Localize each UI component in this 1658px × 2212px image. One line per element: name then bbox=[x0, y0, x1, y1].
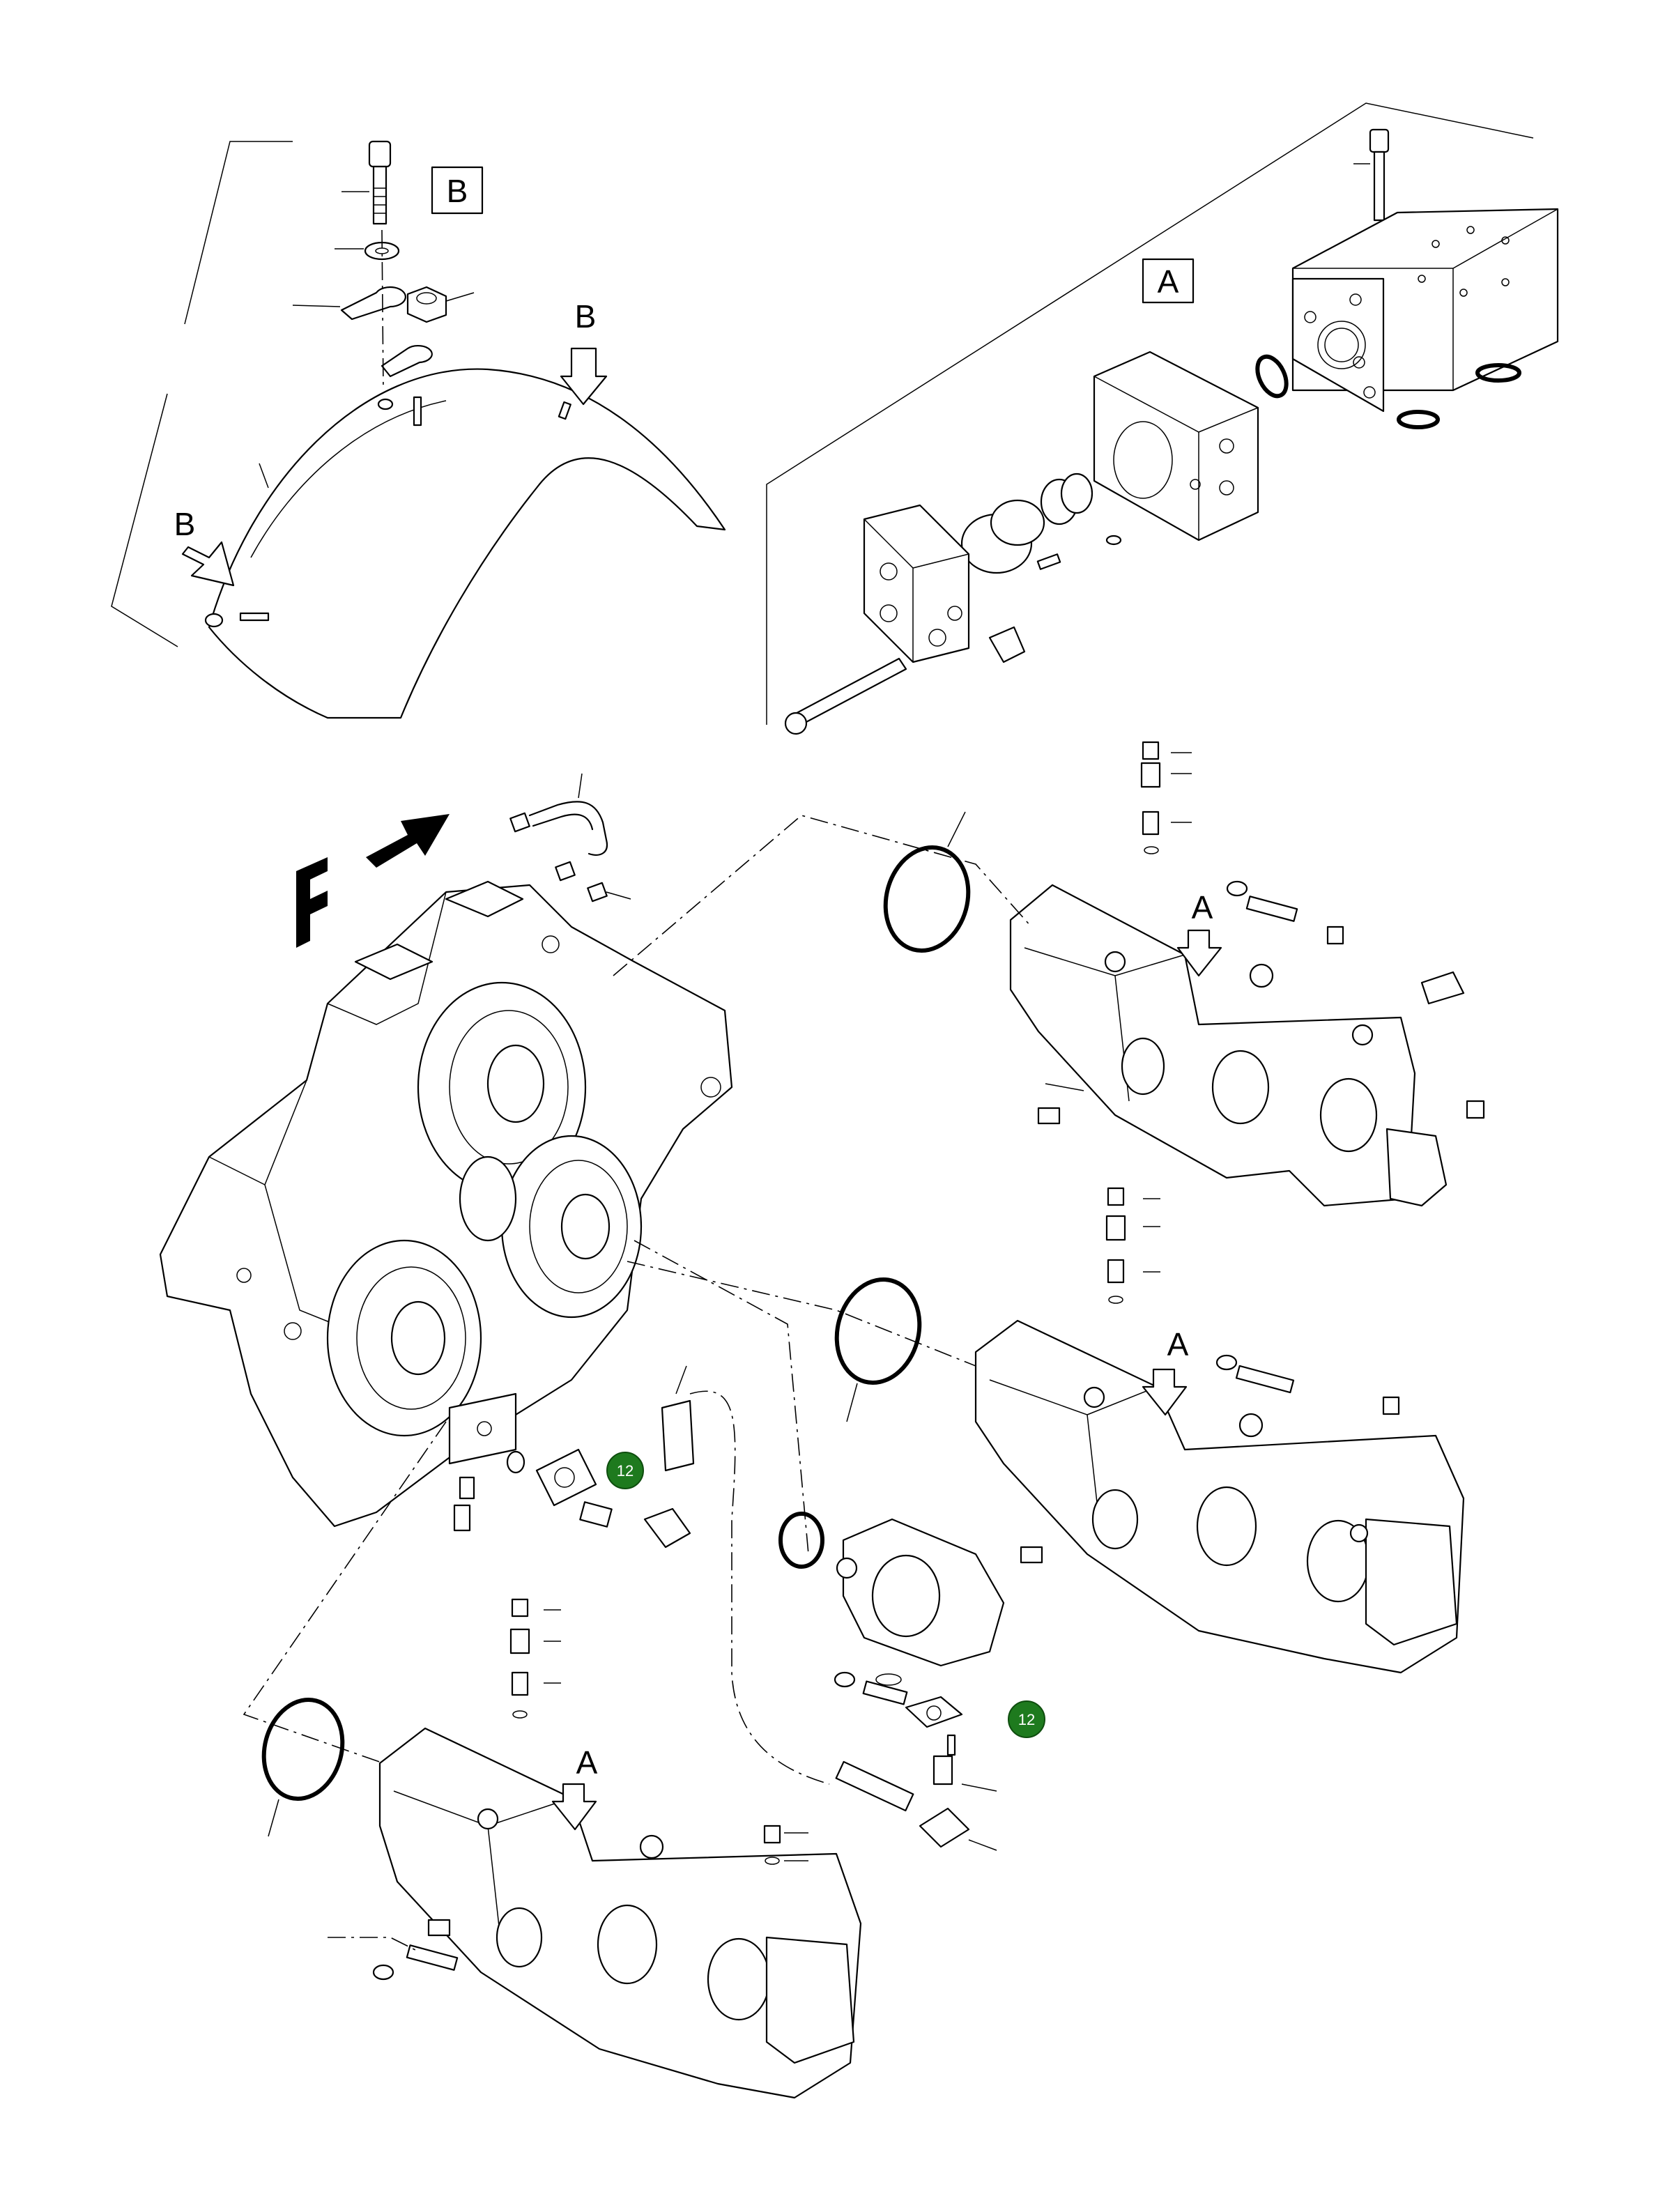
end-plate bbox=[863, 504, 970, 663]
o-ring-large bbox=[834, 1277, 922, 1385]
adapter-block bbox=[1093, 351, 1259, 542]
view-a-arrow-3 bbox=[551, 1783, 597, 1831]
pump-assembly-1: A bbox=[883, 741, 1485, 1207]
pump-assembly-3: A bbox=[261, 1598, 862, 2099]
plug bbox=[988, 626, 1026, 663]
view-a-arrow-1 bbox=[1176, 929, 1222, 977]
view-b-arrow-left bbox=[181, 541, 235, 587]
view-a-arrow-label-1: A bbox=[1192, 889, 1213, 925]
pump-body bbox=[1009, 884, 1416, 1207]
o-ring bbox=[1475, 363, 1521, 383]
front-letter-shape bbox=[296, 857, 328, 948]
front-direction-marker: F bbox=[296, 814, 450, 948]
callout-badge-right-label: 12 bbox=[1018, 1711, 1035, 1728]
o-ring bbox=[778, 1512, 824, 1569]
flange-plate bbox=[1291, 277, 1385, 413]
view-a-arrow-2 bbox=[1142, 1368, 1188, 1416]
callout-badge-left bbox=[606, 1452, 644, 1489]
screw bbox=[239, 612, 270, 622]
callout-badge-left-label: 12 bbox=[617, 1462, 634, 1480]
cable-lug-2 bbox=[381, 345, 433, 378]
view-a-arrow-label-2: A bbox=[1167, 1326, 1189, 1362]
gear-pump: 12 bbox=[778, 1512, 1045, 1851]
u-pipe-fittings bbox=[509, 773, 631, 903]
cap-screw-shank bbox=[372, 165, 387, 225]
front-arrow bbox=[366, 814, 450, 868]
filter-group: 12 bbox=[506, 1365, 695, 1549]
detail-a-manifold-group: A bbox=[766, 102, 1559, 735]
detail-b-cover-group: B B B bbox=[111, 140, 726, 719]
o-ring-large bbox=[883, 845, 971, 953]
assembly-centerlines bbox=[243, 815, 1032, 1952]
view-b-arrow-left-label: B bbox=[174, 506, 196, 542]
view-a-box-label: A bbox=[1158, 263, 1179, 300]
view-b-arrow-label: B bbox=[575, 298, 597, 335]
view-b-box-label: B bbox=[447, 173, 468, 209]
pump-assembly-2: A bbox=[834, 1187, 1465, 1674]
o-ring-large bbox=[261, 1698, 345, 1801]
cap-screw-head bbox=[368, 140, 392, 168]
cable-lug bbox=[340, 286, 406, 321]
filter-cartridge bbox=[661, 1399, 695, 1472]
screw-head bbox=[204, 613, 224, 628]
o-ring bbox=[1397, 410, 1440, 429]
o-ring bbox=[1255, 354, 1289, 399]
view-b-box bbox=[431, 166, 484, 215]
view-a-box bbox=[1142, 258, 1195, 304]
screw bbox=[413, 396, 422, 427]
callout-badge-right bbox=[1008, 1700, 1045, 1738]
gearbox-housing bbox=[159, 880, 733, 1532]
view-b-arrow bbox=[560, 347, 608, 406]
cover-shell bbox=[208, 368, 726, 719]
view-a-arrow-label-3: A bbox=[576, 1744, 598, 1781]
